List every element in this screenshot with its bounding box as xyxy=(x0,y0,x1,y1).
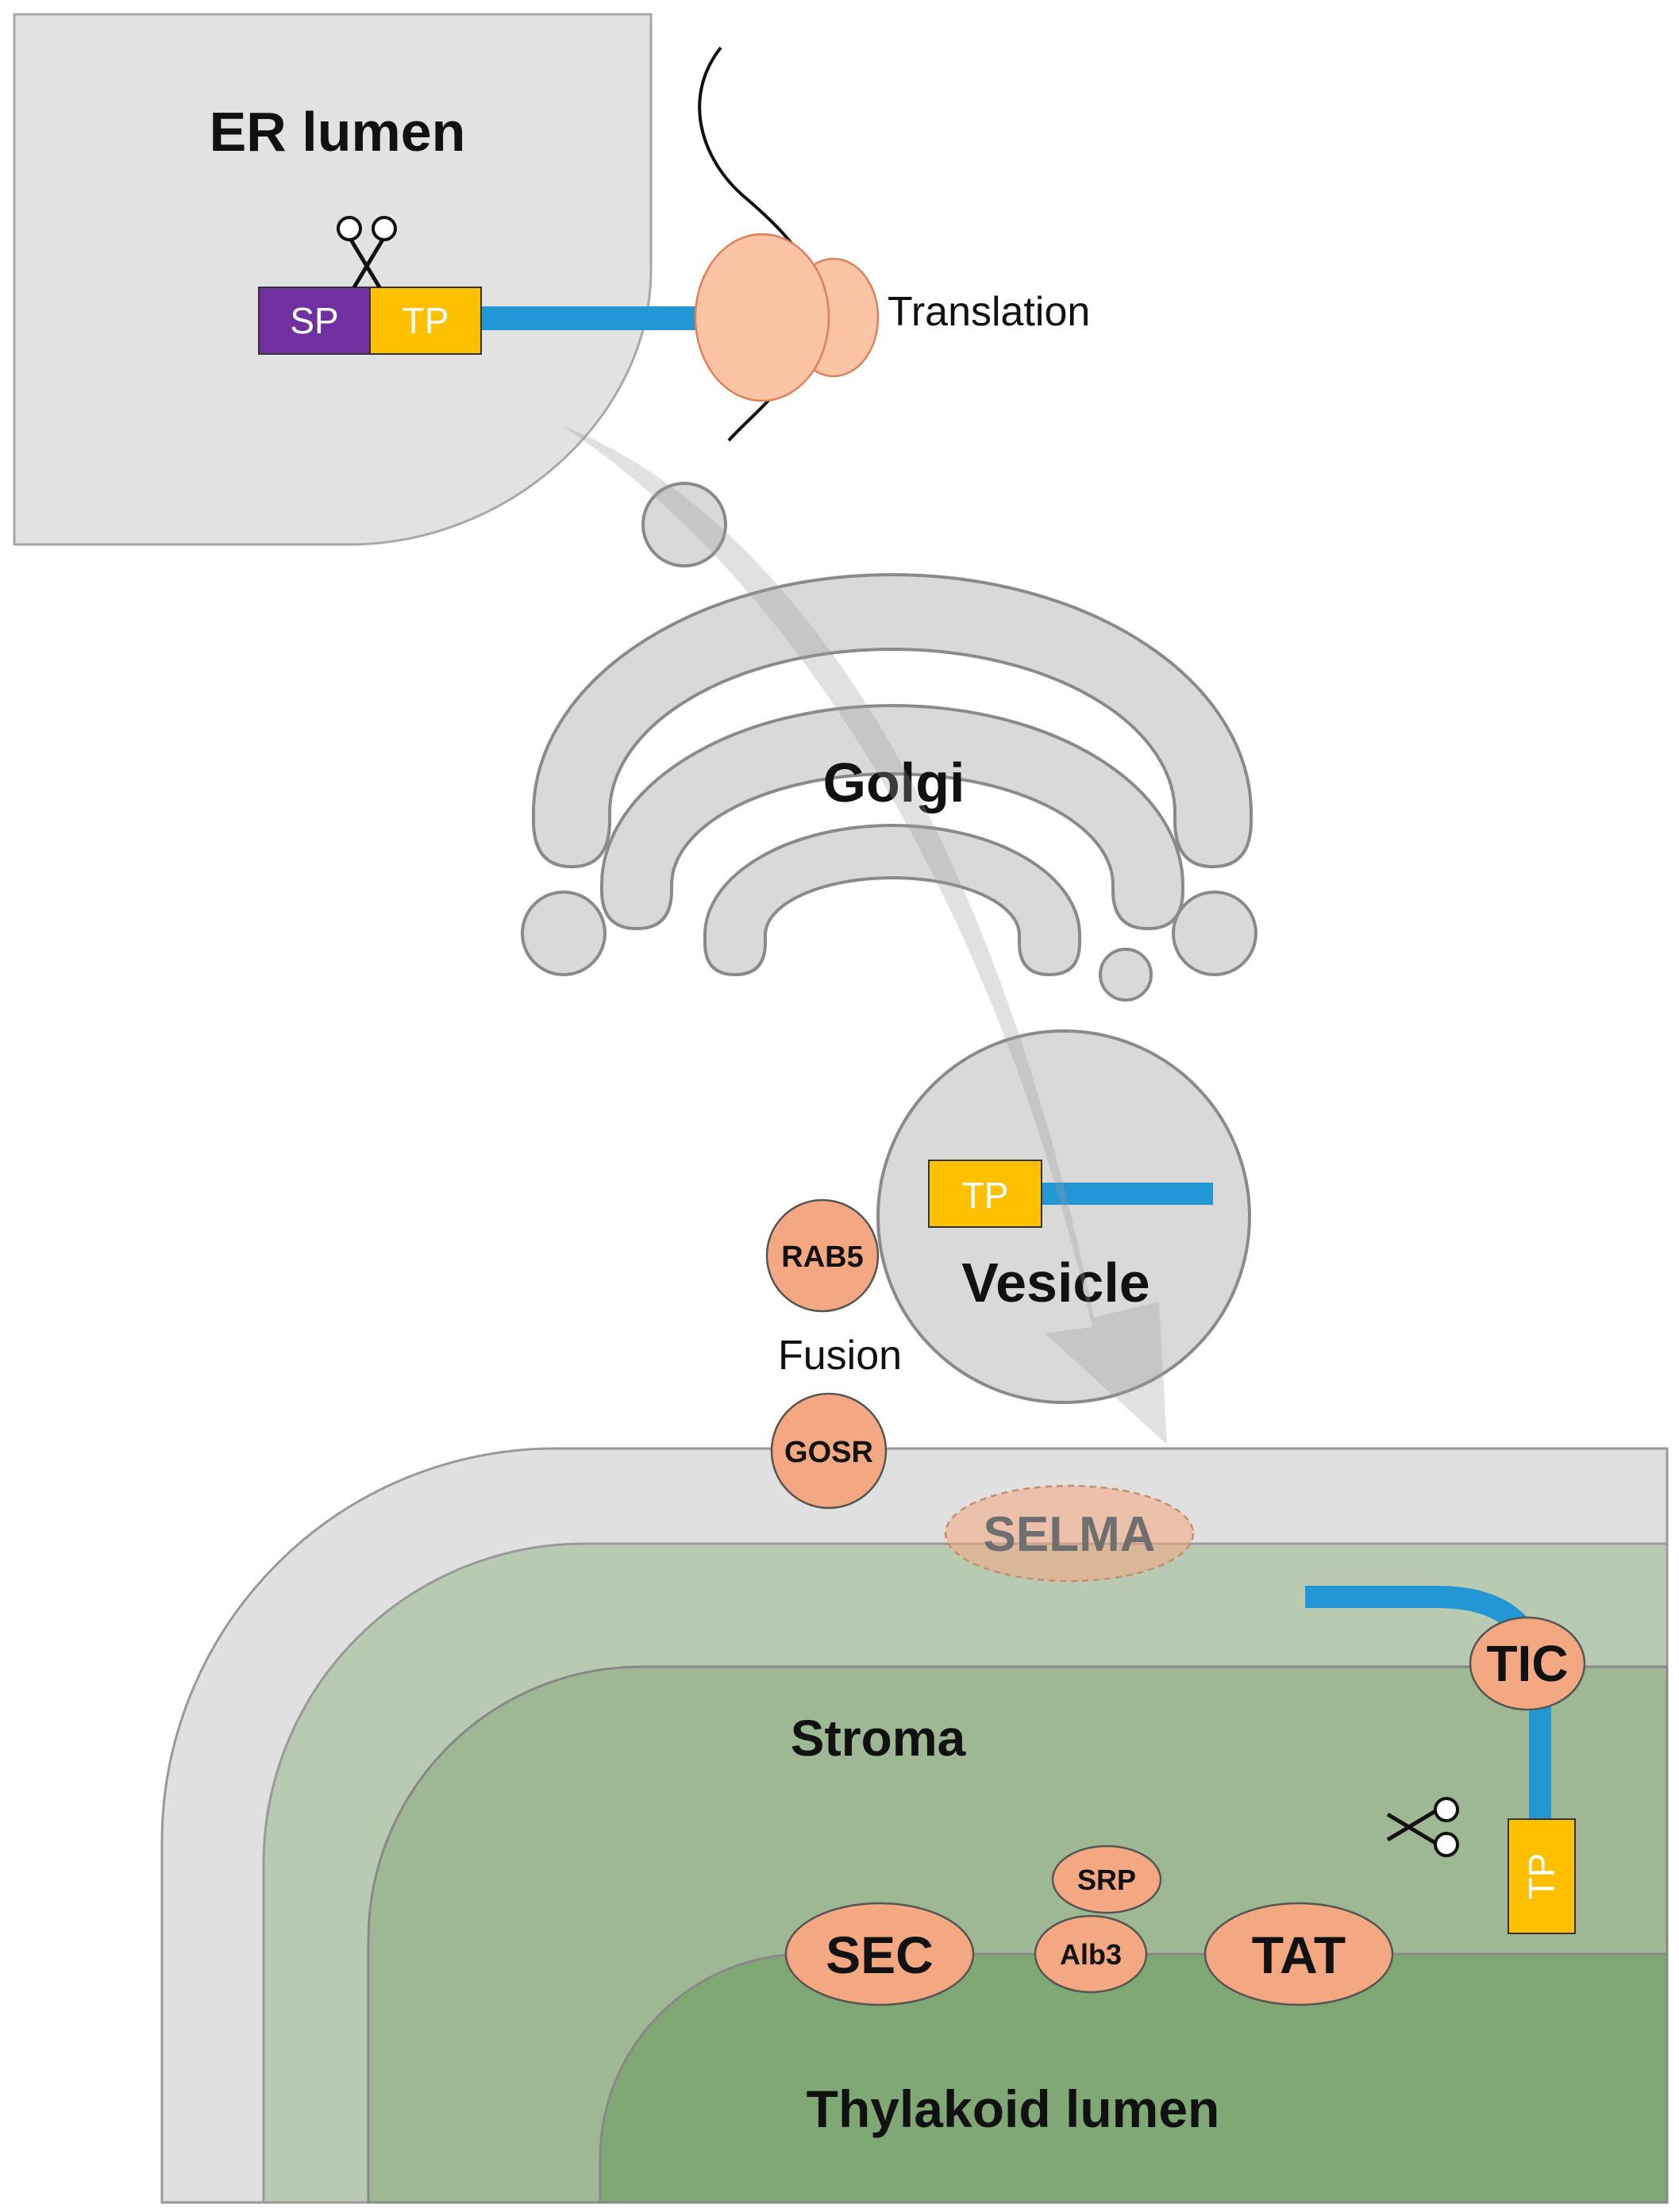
srp-label: SRP xyxy=(1077,1864,1136,1896)
tat-complex xyxy=(1203,1902,1394,2006)
scissors-icon xyxy=(337,216,397,289)
fusion-label: Fusion xyxy=(778,1333,902,1379)
scissors-icon xyxy=(1386,1797,1459,1857)
pathway-arrow xyxy=(560,425,1167,1445)
ribosome xyxy=(694,233,880,402)
tat-label: TAT xyxy=(1252,1925,1346,1984)
alb3-label: Alb3 xyxy=(1060,1938,1122,1971)
thylakoid-lumen-label: Thylakoid lumen xyxy=(807,2079,1220,2138)
sec-label: SEC xyxy=(826,1925,934,1984)
er-lumen-label: ER lumen xyxy=(210,101,466,163)
sp-label: SP xyxy=(290,300,338,341)
srp-protein xyxy=(1051,1845,1162,1914)
tic-label: TIC xyxy=(1486,1635,1568,1692)
tp-box-vesicle xyxy=(928,1160,1042,1228)
selma-label: SELMA xyxy=(984,1507,1156,1562)
tp-label-stroma: TP xyxy=(1521,1853,1562,1900)
tp-box-er xyxy=(369,287,482,355)
vesicle-label: Vesicle xyxy=(961,1252,1149,1314)
vesicle-polypeptide-chain xyxy=(1040,1183,1213,1205)
tp-label-vesicle: TP xyxy=(962,1175,1009,1216)
er-polypeptide-chain xyxy=(476,306,708,330)
gosr-protein xyxy=(770,1392,888,1510)
tp-label-er: TP xyxy=(402,300,449,341)
selma-complex xyxy=(944,1484,1195,1583)
alb3-protein xyxy=(1034,1914,1148,1994)
tic-complex xyxy=(1469,1616,1586,1711)
stroma-label: Stroma xyxy=(791,1710,966,1767)
thylakoid-lumen-compartment xyxy=(599,1952,1669,2204)
sec-complex xyxy=(784,1902,975,2006)
rab5-label: RAB5 xyxy=(781,1241,863,1274)
gosr-label: GOSR xyxy=(784,1436,873,1469)
rab5-protein xyxy=(765,1198,880,1313)
translation-label: Translation xyxy=(888,289,1090,335)
sp-box xyxy=(258,287,371,355)
golgi-apparatus xyxy=(521,482,1257,1002)
vesicle xyxy=(876,1029,1251,1404)
tp-box-stroma xyxy=(1508,1818,1576,1934)
golgi-label: Golgi xyxy=(823,752,965,814)
er-lumen-compartment xyxy=(13,13,653,546)
